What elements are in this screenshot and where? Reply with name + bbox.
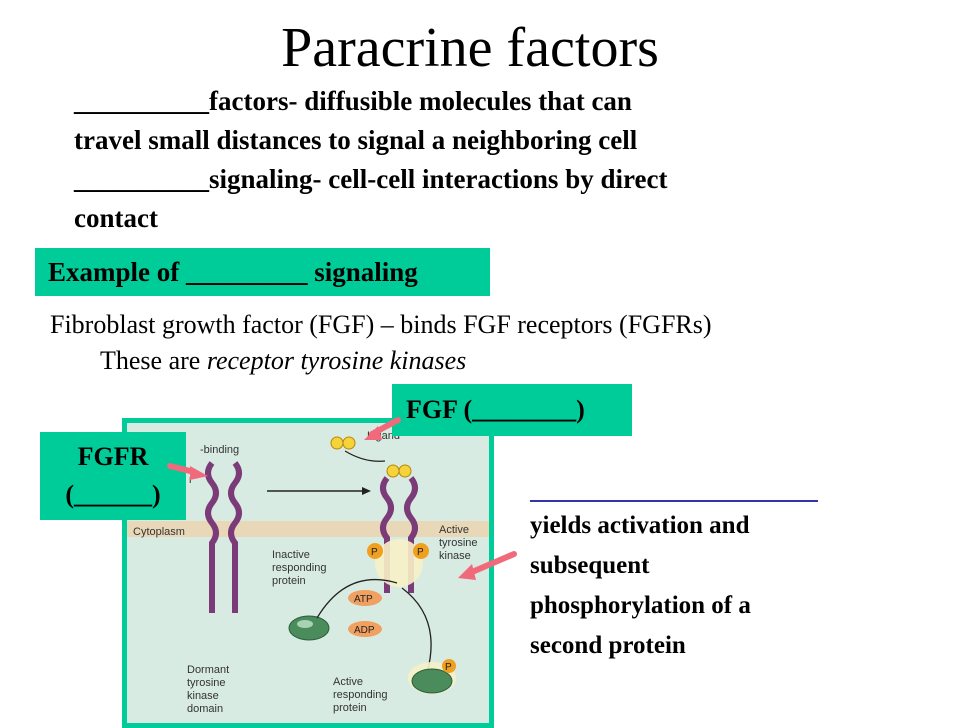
intro-line-1: __________factors- diffusible molecules … xyxy=(74,86,632,116)
active-protein xyxy=(411,668,453,694)
intro-line-2: travel small distances to signal a neigh… xyxy=(74,125,638,155)
intro-text: __________factors- diffusible molecules … xyxy=(74,82,854,238)
dormant-label-2: tyrosine xyxy=(187,677,226,689)
inactive-label-2: responding xyxy=(272,562,326,574)
activation-line-4: second protein xyxy=(530,632,686,659)
active-kinase-label-2: tyrosine xyxy=(439,537,478,549)
inactive-label-1: Inactive xyxy=(272,549,310,561)
dormant-label-3: kinase xyxy=(187,690,219,702)
blank-line xyxy=(530,474,818,502)
fgfr-label-line-2: (______) xyxy=(65,480,161,509)
active-responding-label-2: responding xyxy=(333,689,387,701)
intro-line-4: contact xyxy=(74,203,158,233)
arrow-to-ligand xyxy=(364,417,401,440)
body-line-2-prefix: These are xyxy=(100,346,207,375)
dormant-label-4: domain xyxy=(187,703,223,715)
active-kinase-label-1: Active xyxy=(439,524,469,536)
active-receptor: P P xyxy=(367,464,429,593)
fgf-label-box: FGF (________) xyxy=(392,384,632,436)
p-label-2: P xyxy=(417,547,424,558)
atp-ellipse xyxy=(348,590,382,606)
adp-label: ADP xyxy=(354,625,375,636)
body-line-1: Fibroblast growth factor (FGF) – binds F… xyxy=(50,310,712,339)
atp-label: ATP xyxy=(354,594,373,605)
active-responding-label-3: protein xyxy=(333,702,367,714)
activation-text: yields activation and subsequent phospho… xyxy=(530,474,830,666)
activation-line-2: subsequent xyxy=(530,552,650,579)
receptor-diagram-svg: -binding r Cytoplasm Dormant tyrosine ki… xyxy=(127,430,489,715)
fgfr-label-line-1: FGFR xyxy=(77,442,149,471)
p-label-3: P xyxy=(445,662,452,673)
active-responding-label-1: Active xyxy=(333,676,363,688)
activation-line-1: yields activation and xyxy=(530,512,750,539)
cytoplasm-label: Cytoplasm xyxy=(133,526,185,538)
dormant-label-1: Dormant xyxy=(187,664,229,676)
r-label: r xyxy=(189,474,193,486)
adp-ellipse xyxy=(348,621,382,637)
fgfr-label-box: FGFR (______) xyxy=(40,432,186,520)
body-line-2-italic: receptor tyrosine kinases xyxy=(206,346,467,375)
arrow-to-receptor xyxy=(167,463,208,480)
intro-line-3: __________signaling- cell-cell interacti… xyxy=(74,164,668,194)
slide-title: Paracrine factors xyxy=(281,17,659,79)
inactive-label-3: protein xyxy=(272,575,306,587)
active-kinase-label-3: kinase xyxy=(439,550,471,562)
arrow-to-active-kinase xyxy=(458,551,517,580)
binding-label: -binding xyxy=(200,444,239,456)
p-label-1: P xyxy=(371,547,378,558)
body-line-2: These are receptor tyrosine kinases xyxy=(100,344,466,378)
example-label-box: Example of _________ signaling xyxy=(35,248,490,296)
activation-line-3: phosphorylation of a xyxy=(530,592,751,619)
dormant-receptor xyxy=(205,461,242,613)
